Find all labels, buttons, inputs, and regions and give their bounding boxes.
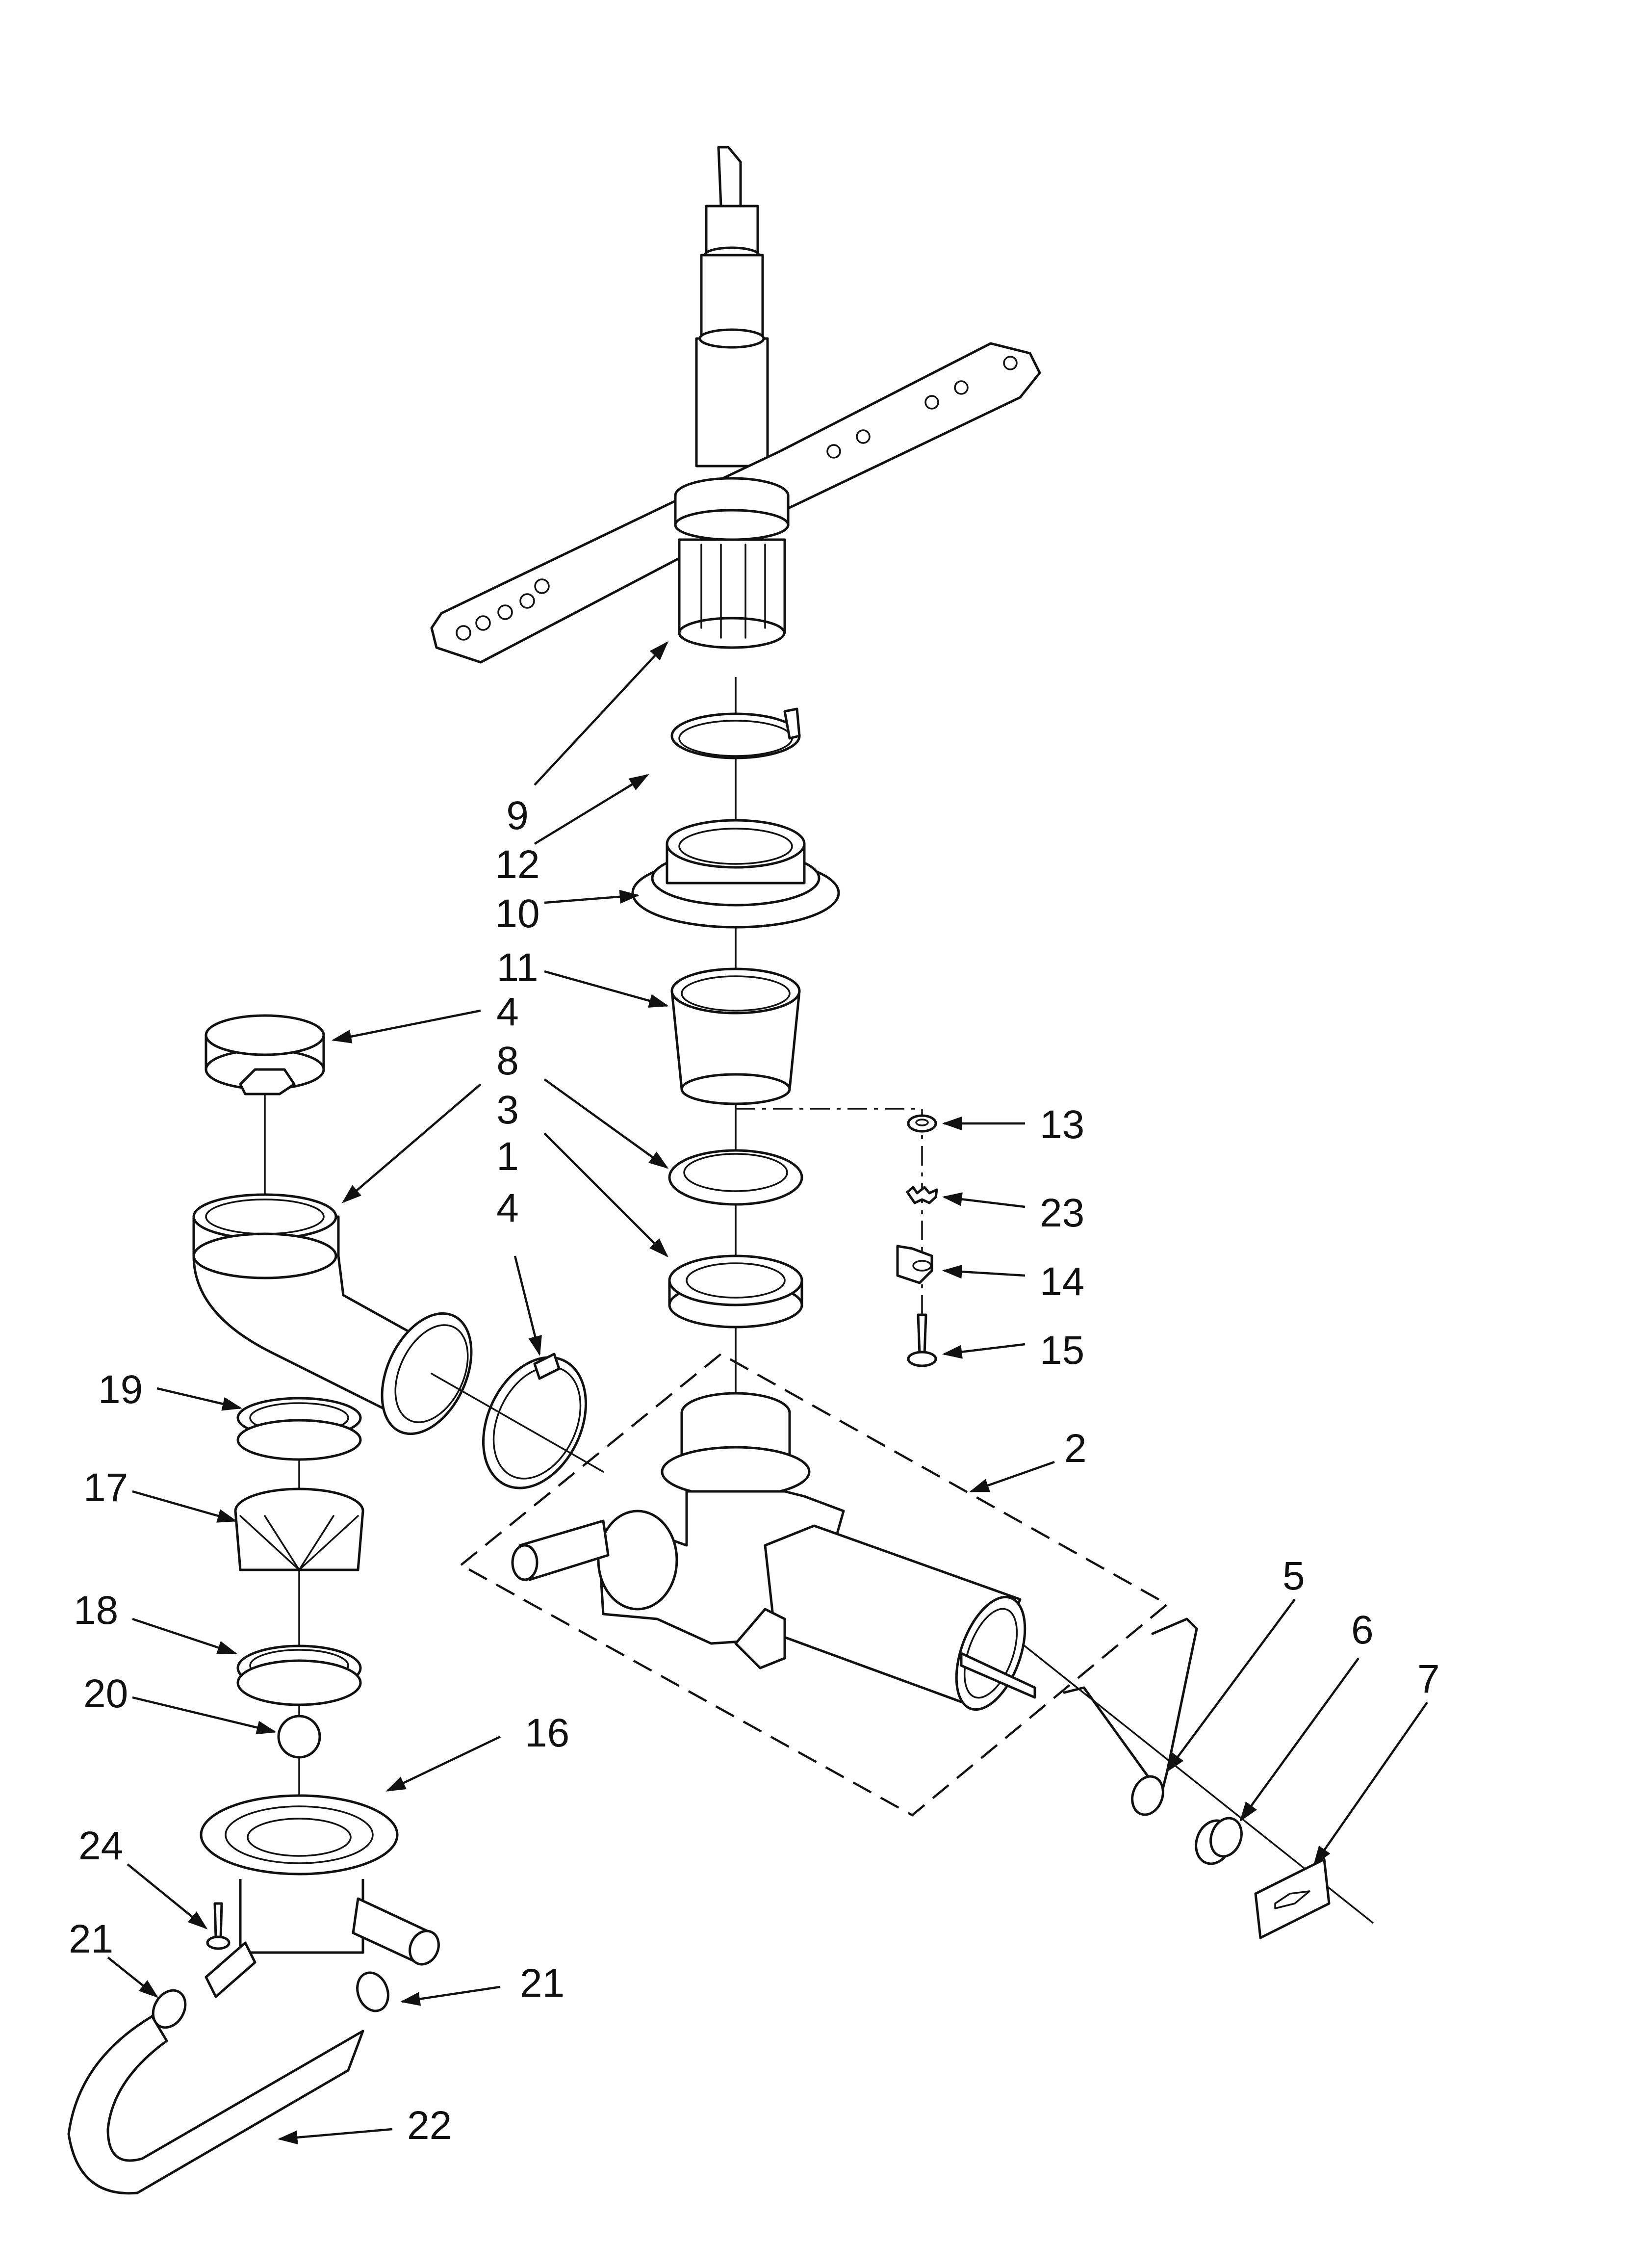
callout-15: 15: [1040, 1328, 1084, 1373]
callout-6: 6: [1351, 1608, 1374, 1652]
callout-4-lower: 4: [496, 1186, 519, 1230]
callout-7: 7: [1417, 1657, 1440, 1701]
callout-17: 17: [83, 1465, 128, 1510]
callout-21-right: 21: [520, 1961, 564, 2006]
center-axis-lines: [264, 677, 1374, 1924]
sump-stack: [67, 1397, 440, 2195]
callout-11: 11: [496, 945, 538, 990]
callout-21-left: 21: [69, 1917, 113, 1961]
callout-labels: 9 12 10 11 4 8 3 1 4 13 23 14 15 2 19 17…: [69, 793, 1440, 2148]
callout-13: 13: [1040, 1102, 1084, 1147]
elbow-hose-assembly: [192, 1014, 604, 1489]
cylinder-sleeve: [670, 967, 801, 1105]
callout-22: 22: [407, 2103, 452, 2148]
callout-20: 20: [83, 1671, 128, 1716]
callout-2: 2: [1064, 1426, 1087, 1471]
callout-16: 16: [525, 1711, 569, 1755]
callout-10: 10: [495, 891, 539, 936]
small-hardware: [896, 1114, 938, 1367]
callout-18: 18: [74, 1588, 118, 1633]
bearing-housing: [631, 819, 840, 929]
callout-1: 1: [496, 1134, 519, 1179]
seal-ring-8: [668, 1149, 803, 1206]
callout-14: 14: [1040, 1259, 1084, 1304]
spray-arm-assembly: [430, 146, 1041, 664]
callout-12: 12: [495, 842, 539, 887]
callout-8: 8: [496, 1039, 519, 1083]
callout-4-upper: 4: [496, 990, 519, 1034]
callout-9: 9: [506, 793, 529, 838]
callout-24: 24: [78, 1824, 123, 1868]
leader-arrows: [107, 641, 1428, 2144]
split-ring: [670, 707, 801, 759]
callout-3: 3: [496, 1088, 519, 1132]
callout-19: 19: [98, 1367, 143, 1412]
clip-and-grommet: [1063, 1617, 1331, 1939]
pump-motor-assembly: [459, 1353, 1169, 1817]
callout-5: 5: [1283, 1554, 1305, 1598]
callout-23: 23: [1040, 1191, 1084, 1235]
seal-1: [668, 1254, 803, 1329]
